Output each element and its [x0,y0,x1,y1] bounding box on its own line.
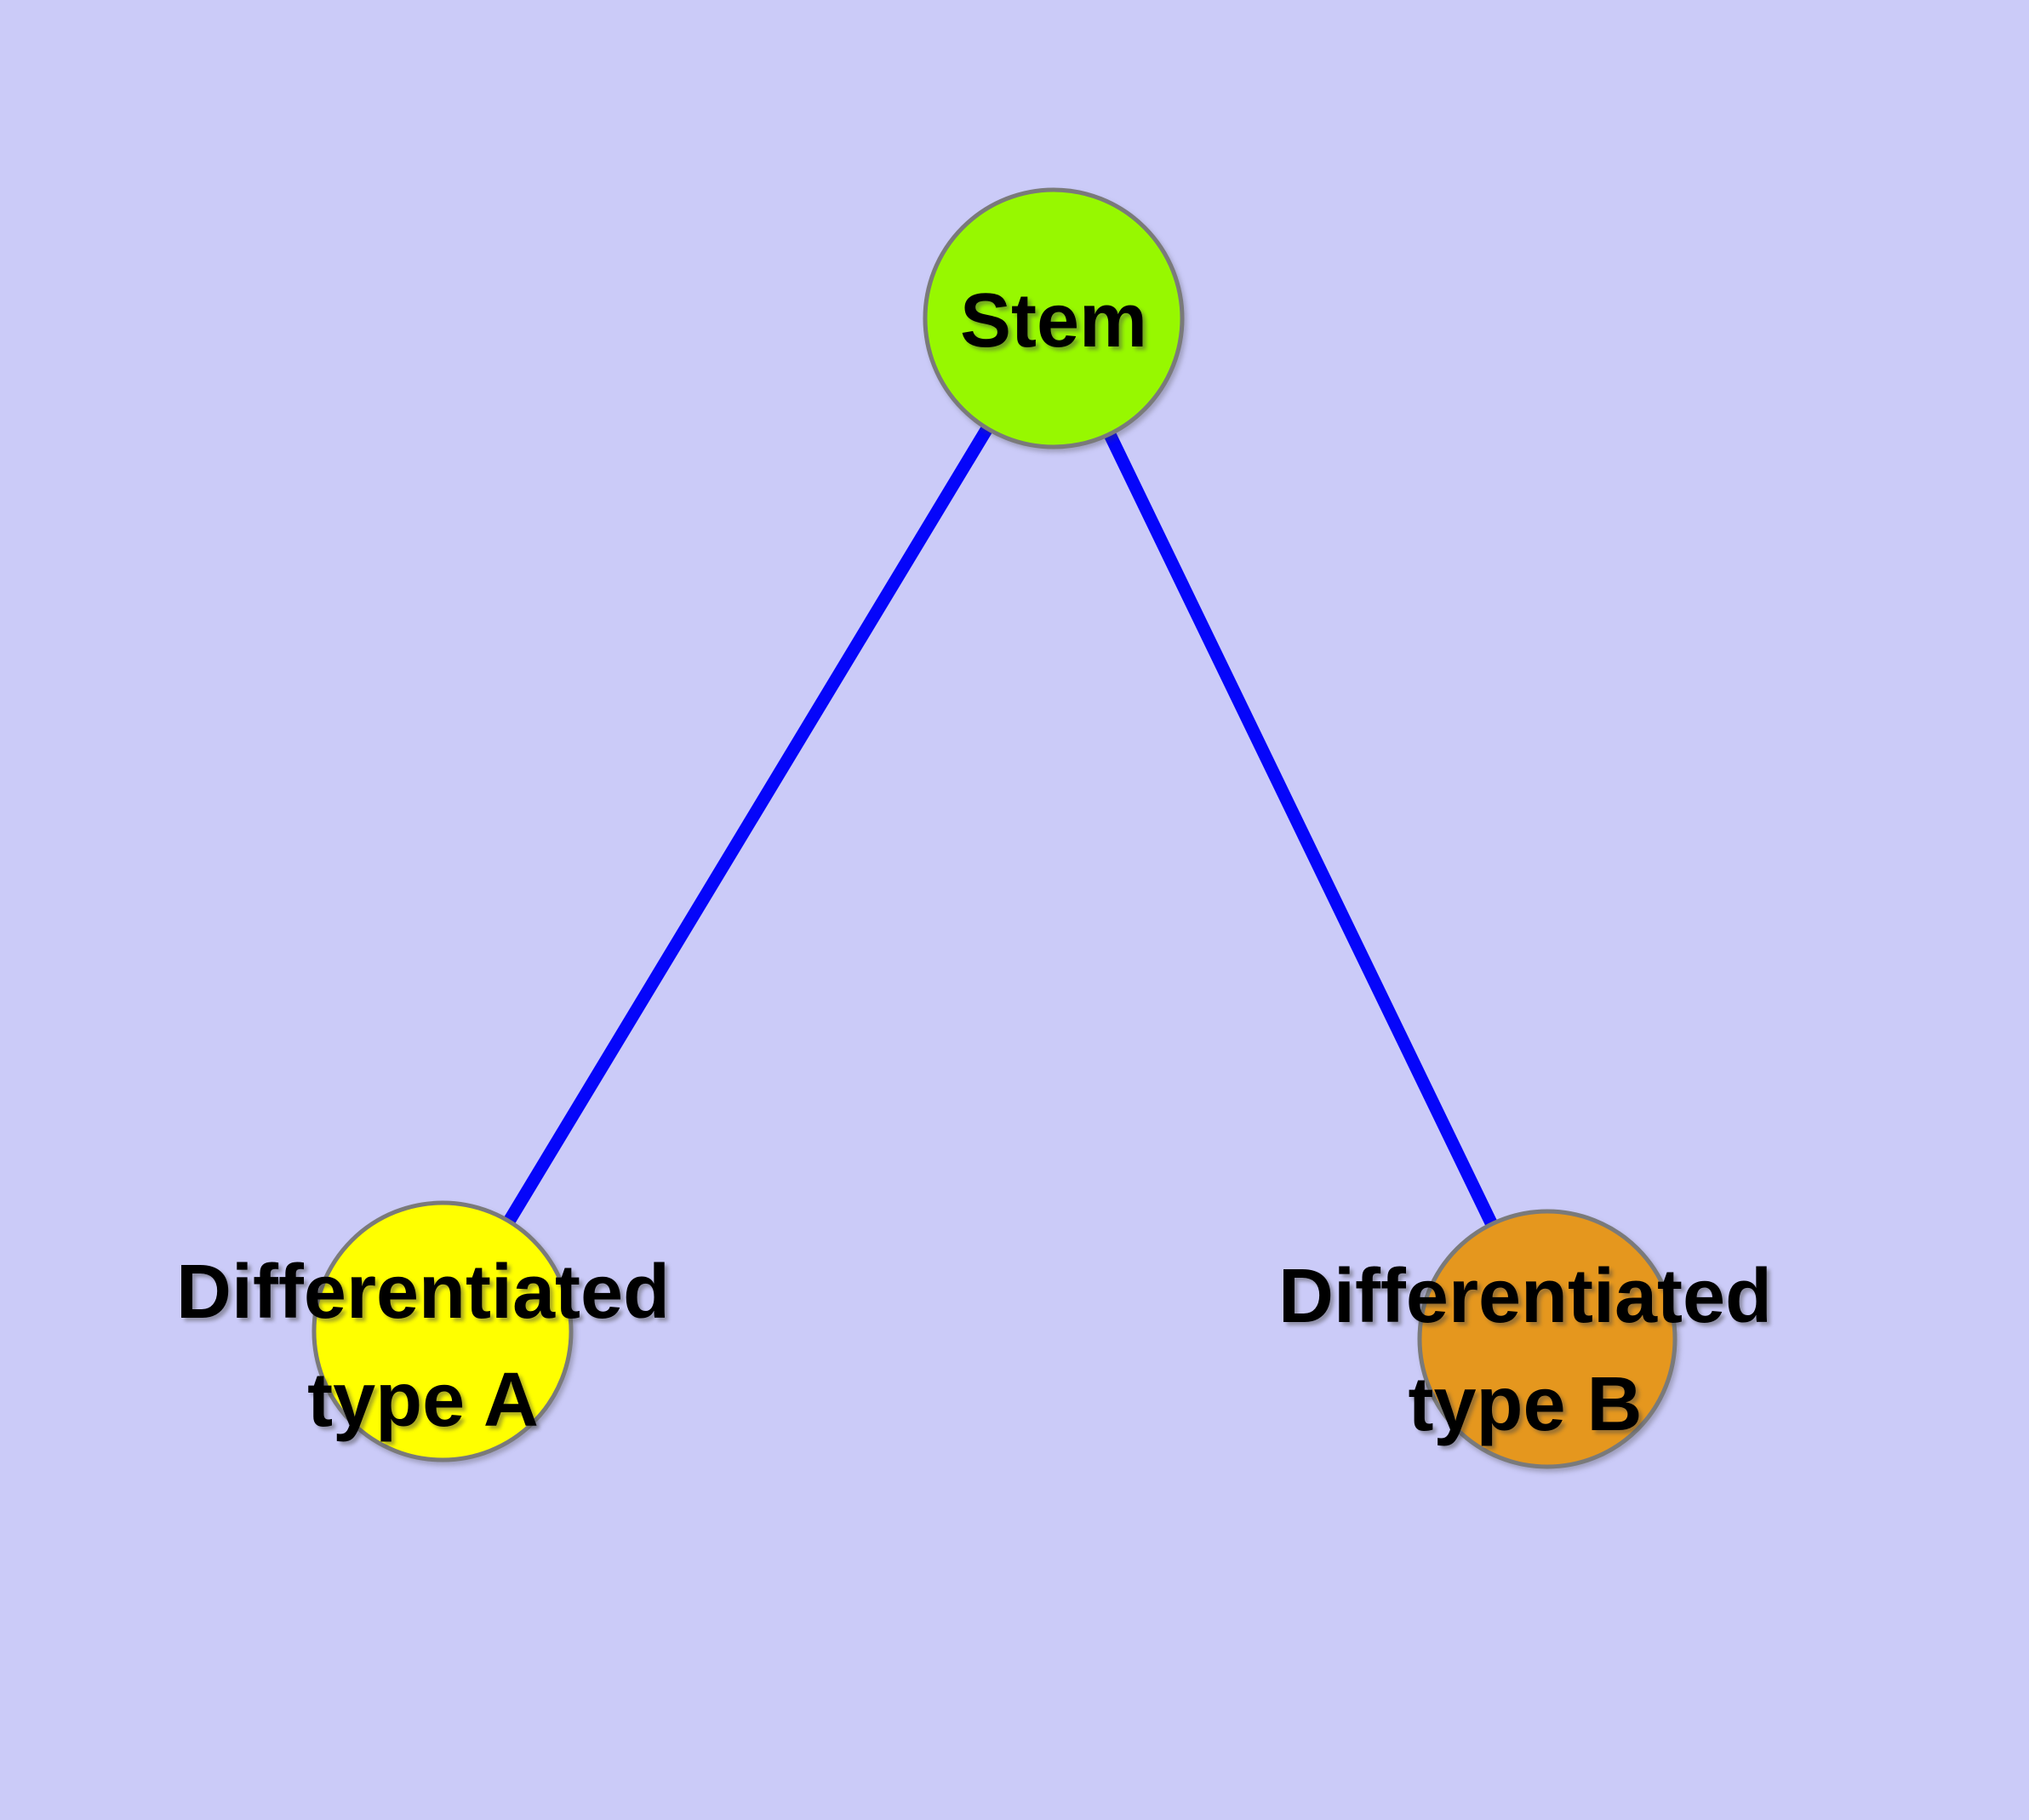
node-differentiated-type-b[interactable] [1417,1209,1677,1469]
edge-stem-to-differentiated-type-a[interactable] [437,315,1060,1335]
node-label-differentiated-type-b: Differentiated type B [1278,1254,1772,1447]
node-label-line: type B [1408,1362,1642,1447]
edge-stem-to-differentiated-type-b[interactable] [1048,315,1553,1342]
node-label-stem: Stem [960,278,1147,363]
node-label-line: Differentiated [176,1250,670,1335]
node-differentiated-type-a[interactable] [311,1200,574,1462]
node-label-line: Differentiated [1278,1254,1772,1339]
node-label-line: type A [307,1358,539,1443]
node-stem[interactable] [923,187,1185,449]
node-label-line: Stem [960,278,1147,363]
node-label-differentiated-type-a: Differentiated type A [176,1250,670,1443]
